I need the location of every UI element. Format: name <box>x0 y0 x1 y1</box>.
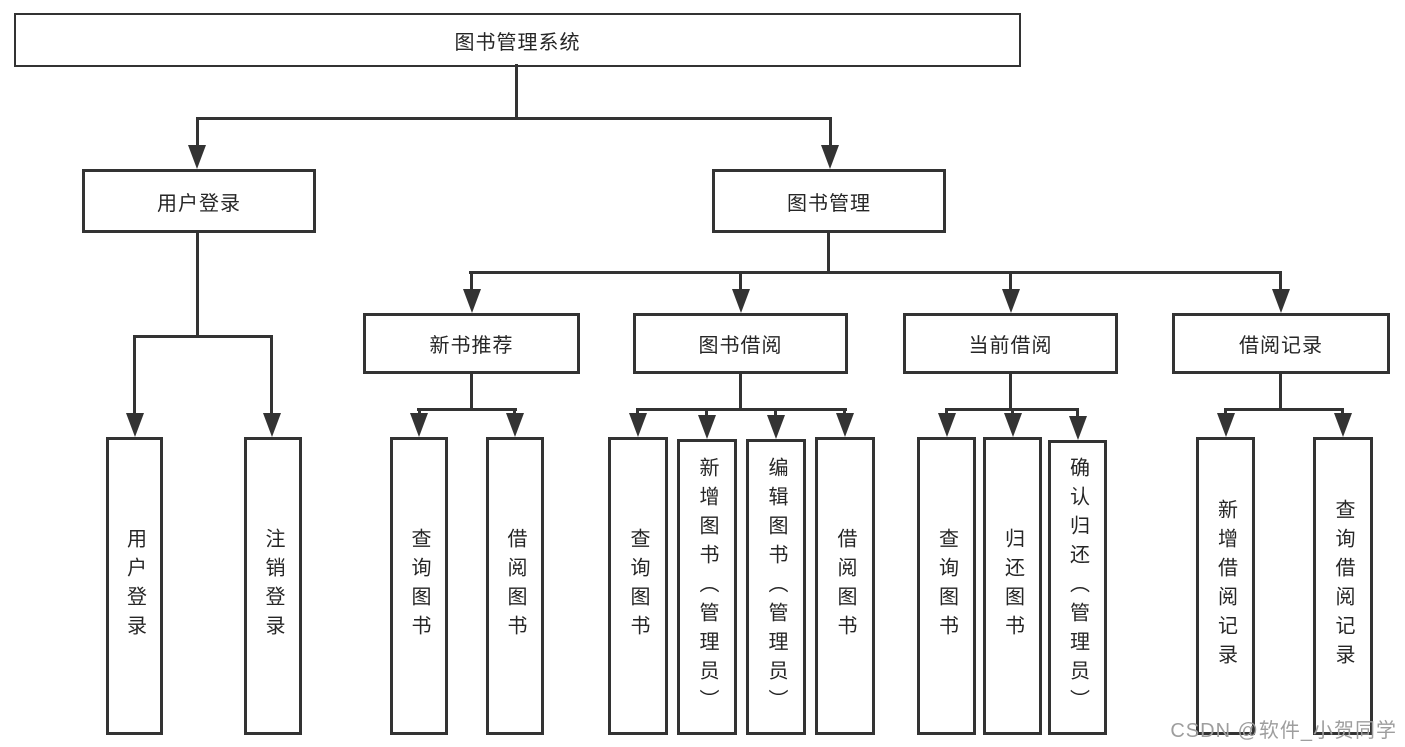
connector-line <box>1009 271 1012 291</box>
node-label: 新书推荐 <box>429 335 514 357</box>
connector-line <box>774 408 777 418</box>
leaf-query-borrow-record: 查询借阅记录 <box>1313 437 1373 735</box>
connector-line <box>1279 271 1282 291</box>
connector-line <box>515 64 518 120</box>
connector-line <box>470 372 473 411</box>
leaf-borrow-books-1: 借阅图书 <box>486 437 544 735</box>
node-library-system: 图书管理系统 <box>14 13 1021 67</box>
node-label: 图书管理 <box>787 192 871 215</box>
connector-line <box>829 117 832 147</box>
arrow-down-icon <box>629 413 647 437</box>
connector-line <box>843 408 846 417</box>
connector-line <box>1224 408 1344 411</box>
arrow-down-icon <box>836 413 854 437</box>
node-label: 查询图书 <box>935 528 958 644</box>
connector-line <box>827 231 830 274</box>
node-label: 用户登录 <box>157 192 241 215</box>
arrow-down-icon <box>463 289 481 313</box>
leaf-query-books-2: 查询图书 <box>608 437 668 735</box>
connector-line <box>417 408 517 411</box>
arrow-down-icon <box>698 415 716 439</box>
leaf-user-login: 用户登录 <box>106 437 163 735</box>
connector-line <box>270 335 273 415</box>
node-label: 图书借阅 <box>698 335 783 357</box>
leaf-return-books: 归还图书 <box>983 437 1042 735</box>
arrow-down-icon <box>263 413 281 437</box>
node-book-management: 图书管理 <box>712 169 946 233</box>
leaf-query-books-1: 查询图书 <box>390 437 448 735</box>
node-label: 查询借阅记录 <box>1332 499 1354 673</box>
leaf-logout: 注销登录 <box>244 437 302 735</box>
arrow-down-icon <box>732 289 750 313</box>
node-label: 注销登录 <box>262 528 284 644</box>
connector-line <box>1011 408 1014 417</box>
leaf-borrow-books-2: 借阅图书 <box>815 437 875 735</box>
leaf-confirm-return-admin: 确认归还（管理员） <box>1048 440 1107 735</box>
node-book-borrowing: 图书借阅 <box>633 313 848 374</box>
connector-line <box>1341 408 1344 417</box>
node-label: 新增借阅记录 <box>1214 499 1237 673</box>
connector-line <box>1076 408 1079 419</box>
node-label: 借阅记录 <box>1239 335 1323 357</box>
node-user-login: 用户登录 <box>82 169 316 233</box>
connector-line <box>133 335 136 415</box>
connector-line <box>739 271 742 291</box>
arrow-down-icon <box>1002 289 1020 313</box>
connector-line <box>945 408 948 417</box>
arrow-down-icon <box>1334 413 1352 437</box>
arrow-down-icon <box>1069 416 1087 440</box>
arrow-down-icon <box>938 413 956 437</box>
node-label: 归还图书 <box>1001 528 1024 644</box>
node-label: 确认归还（管理员） <box>1066 457 1089 718</box>
node-label: 编辑图书（管理员） <box>765 456 787 718</box>
connector-line <box>1279 372 1282 411</box>
arrow-down-icon <box>1272 289 1290 313</box>
node-label: 图书管理系统 <box>454 31 581 54</box>
node-label: 用户登录 <box>123 528 146 644</box>
connector-line <box>705 408 708 418</box>
connector-line <box>1224 408 1227 417</box>
arrow-down-icon <box>1004 413 1022 437</box>
node-current-borrowing: 当前借阅 <box>903 313 1118 374</box>
connector-line <box>1009 372 1012 411</box>
arrow-down-icon <box>188 145 206 169</box>
connector-line <box>196 231 199 338</box>
arrow-down-icon <box>1217 413 1235 437</box>
leaf-add-book-admin: 新增图书（管理员） <box>677 439 737 735</box>
connector-line <box>418 408 421 417</box>
arrow-down-icon <box>126 413 144 437</box>
node-label: 借阅图书 <box>504 528 526 644</box>
node-borrowing-records: 借阅记录 <box>1172 313 1390 374</box>
leaf-edit-book-admin: 编辑图书（管理员） <box>746 439 806 735</box>
arrow-down-icon <box>767 415 785 439</box>
connector-line <box>636 408 639 417</box>
connector-line <box>636 408 847 411</box>
connector-line <box>469 271 1282 274</box>
leaf-add-borrow-record: 新增借阅记录 <box>1196 437 1255 735</box>
connector-line <box>196 117 199 147</box>
connector-line <box>133 335 273 338</box>
node-label: 借阅图书 <box>834 528 856 644</box>
connector-line <box>513 408 516 417</box>
arrow-down-icon <box>506 413 524 437</box>
node-label: 查询图书 <box>627 528 649 644</box>
leaf-query-books-3: 查询图书 <box>917 437 976 735</box>
connector-line <box>196 117 832 120</box>
arrow-down-icon <box>410 413 428 437</box>
node-label: 新增图书（管理员） <box>696 456 718 718</box>
node-label: 查询图书 <box>408 528 430 644</box>
node-new-book-recommend: 新书推荐 <box>363 313 580 374</box>
arrow-down-icon <box>821 145 839 169</box>
connector-line <box>739 372 742 411</box>
connector-line <box>470 271 473 291</box>
csdn-watermark: CSDN @软件_小贺同学 <box>1170 720 1397 742</box>
node-label: 当前借阅 <box>968 335 1053 357</box>
